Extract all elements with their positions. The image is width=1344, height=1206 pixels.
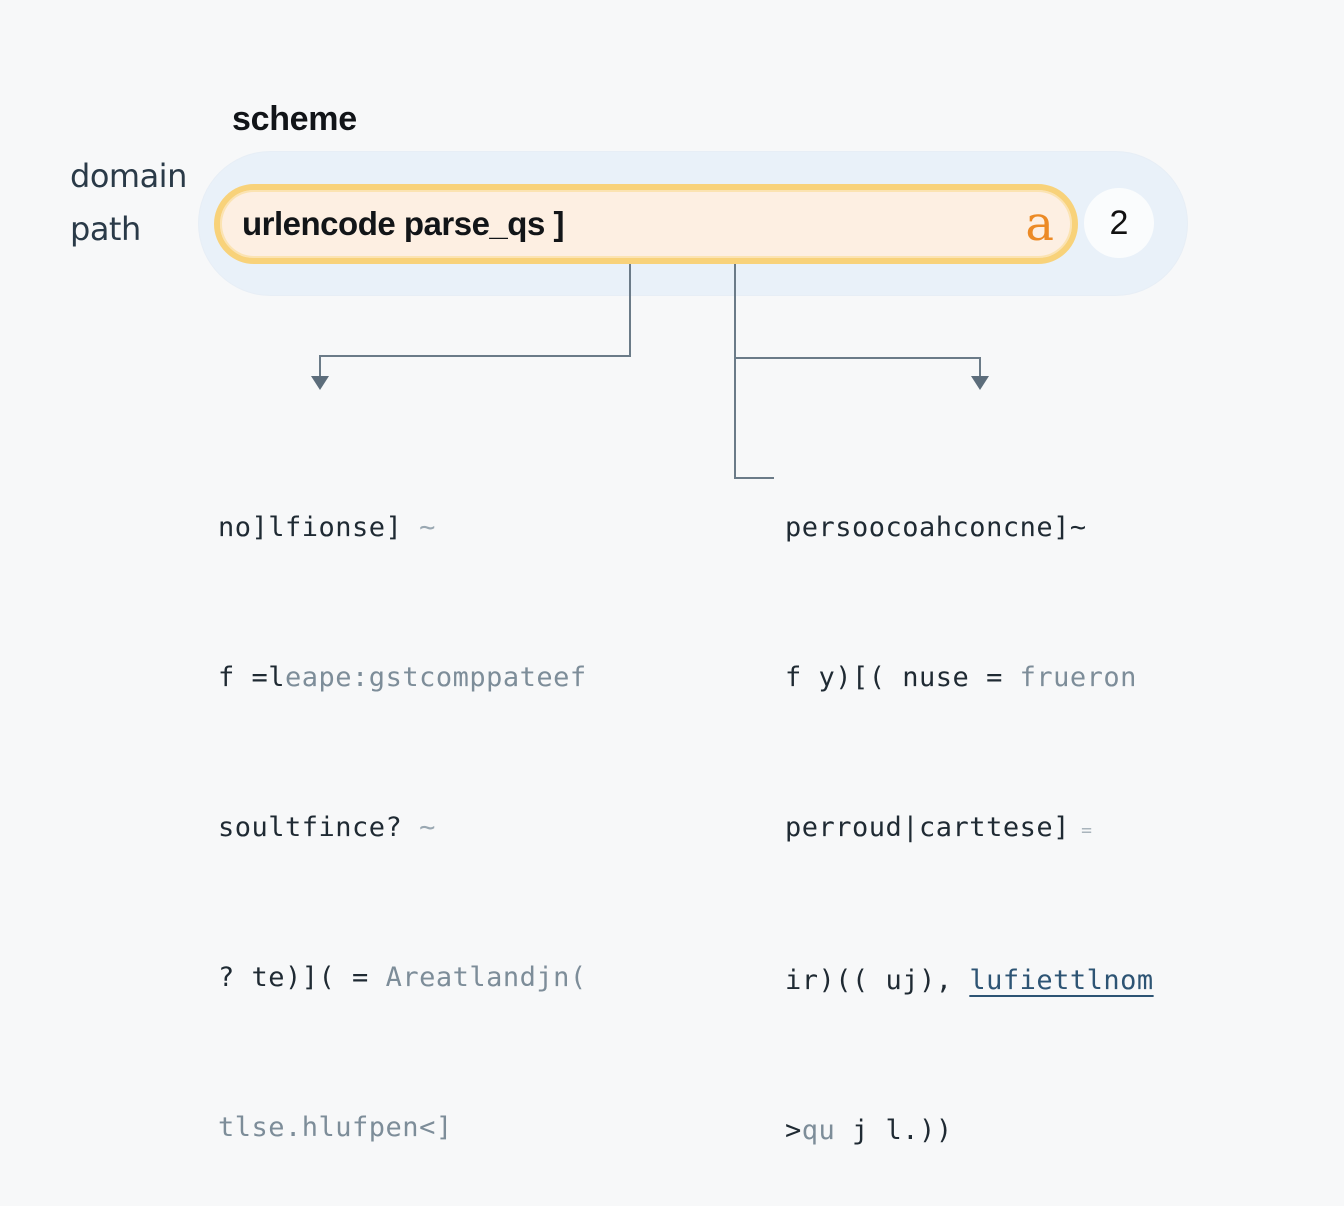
code-line: f y)[( nuse = frueron	[785, 662, 1137, 693]
code-line: tlse.hlufpen<]	[218, 1112, 453, 1143]
code-line: >qu j l.))	[785, 1115, 953, 1146]
path-label: path	[70, 210, 141, 248]
domain-label: domain	[70, 157, 187, 195]
arrow-down-icon	[971, 376, 989, 390]
left-code-block: no]lfionse] ~ f =leape:gstcomppateef sou…	[218, 403, 587, 1203]
code-line: perroud|carttese] =	[785, 812, 1093, 843]
code-line: persoocoahconcne]~	[785, 512, 1087, 543]
code-line: no]lfionse] ~	[218, 512, 436, 543]
arrow-down-icon	[311, 376, 329, 390]
scheme-label: scheme	[232, 100, 357, 138]
right-code-block: persoocoahconcne]~ f y)[( nuse = frueron…	[785, 403, 1154, 1206]
code-line: ir)(( uj), lufiettlnom	[785, 965, 1154, 996]
code-link[interactable]: lufiettlnom	[969, 965, 1154, 996]
result-count-badge[interactable]: 2	[1084, 188, 1154, 258]
code-line: ? te)]( = Areatlandjn(	[218, 962, 587, 993]
amazon-a-icon[interactable]: a	[1025, 196, 1054, 252]
code-line: f =leape:gstcomppateef	[218, 662, 587, 693]
search-query-text: urlencode parse_qs ]	[242, 205, 564, 242]
code-line: soultfince? ~	[218, 812, 436, 843]
search-input[interactable]: urlencode parse_qs ] a	[214, 184, 1078, 264]
